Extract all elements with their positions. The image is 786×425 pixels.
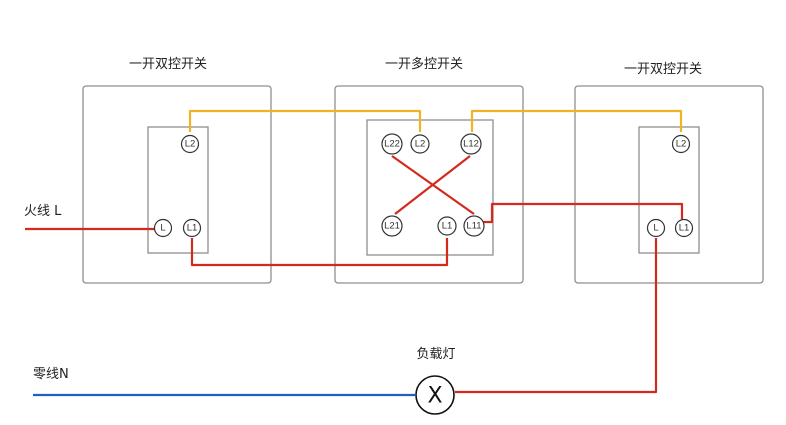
- middle-terminal-l21: L21: [381, 215, 403, 237]
- left-switch-plate: [82, 85, 272, 284]
- neutral-label: 零线N: [33, 367, 69, 382]
- middle-terminal-l11-label: L11: [466, 221, 481, 232]
- left-terminal-l1: L1: [182, 218, 202, 238]
- left-terminal-l2-label: L2: [185, 139, 196, 150]
- wire-middle-l11-to-right-l1: [483, 202, 684, 224]
- middle-terminal-l22: L22: [381, 133, 403, 155]
- middle-terminal-l1-label: L1: [442, 221, 453, 232]
- left-terminal-l: L: [153, 218, 173, 238]
- middle-switch-body: [366, 119, 494, 256]
- middle-terminal-l22-label: L22: [384, 139, 400, 150]
- wire-right-l-to-lamp: [455, 238, 658, 394]
- left-switch-body: [147, 126, 209, 254]
- right-terminal-l1-label: L1: [679, 223, 690, 234]
- right-terminal-l1: L1: [674, 218, 694, 238]
- right-switch-title: 一开双控开关: [624, 62, 702, 77]
- lamp-symbol: X: [427, 384, 442, 409]
- right-terminal-l2-label: L2: [676, 139, 687, 150]
- left-terminal-l-label: L: [160, 223, 165, 234]
- middle-switch-title: 一开多控开关: [385, 56, 463, 72]
- lamp-circle: [415, 375, 455, 415]
- traveler-wire-left-to-middle: [188, 109, 422, 132]
- middle-terminal-l11: L11: [463, 215, 485, 237]
- middle-terminal-l21-label: L21: [384, 221, 400, 232]
- left-terminal-l2: L2: [180, 134, 200, 154]
- load-label: 负载灯: [416, 347, 455, 362]
- right-terminal-l: L: [646, 218, 666, 238]
- middle-terminal-l2-label: L2: [415, 139, 426, 150]
- middle-terminal-l1: L1: [437, 216, 457, 236]
- middle-terminal-l12: L12: [460, 133, 482, 155]
- wire-left-l1-to-middle-l1: [190, 238, 449, 267]
- left-terminal-l1-label: L1: [187, 223, 198, 234]
- left-switch-title: 一开双控开关: [129, 57, 207, 72]
- right-switch-plate: [574, 85, 764, 284]
- right-terminal-l2: L2: [671, 134, 691, 154]
- middle-switch-plate: [334, 85, 524, 284]
- cross-wire-l12-l21: [394, 155, 471, 215]
- right-terminal-l-label: L: [653, 223, 658, 234]
- right-switch-body: [638, 126, 700, 254]
- live-label: 火线 L: [24, 204, 62, 219]
- traveler-wire-middle-to-right: [470, 109, 683, 132]
- middle-terminal-l2: L2: [410, 134, 430, 154]
- middle-terminal-l12-label: L12: [463, 139, 479, 150]
